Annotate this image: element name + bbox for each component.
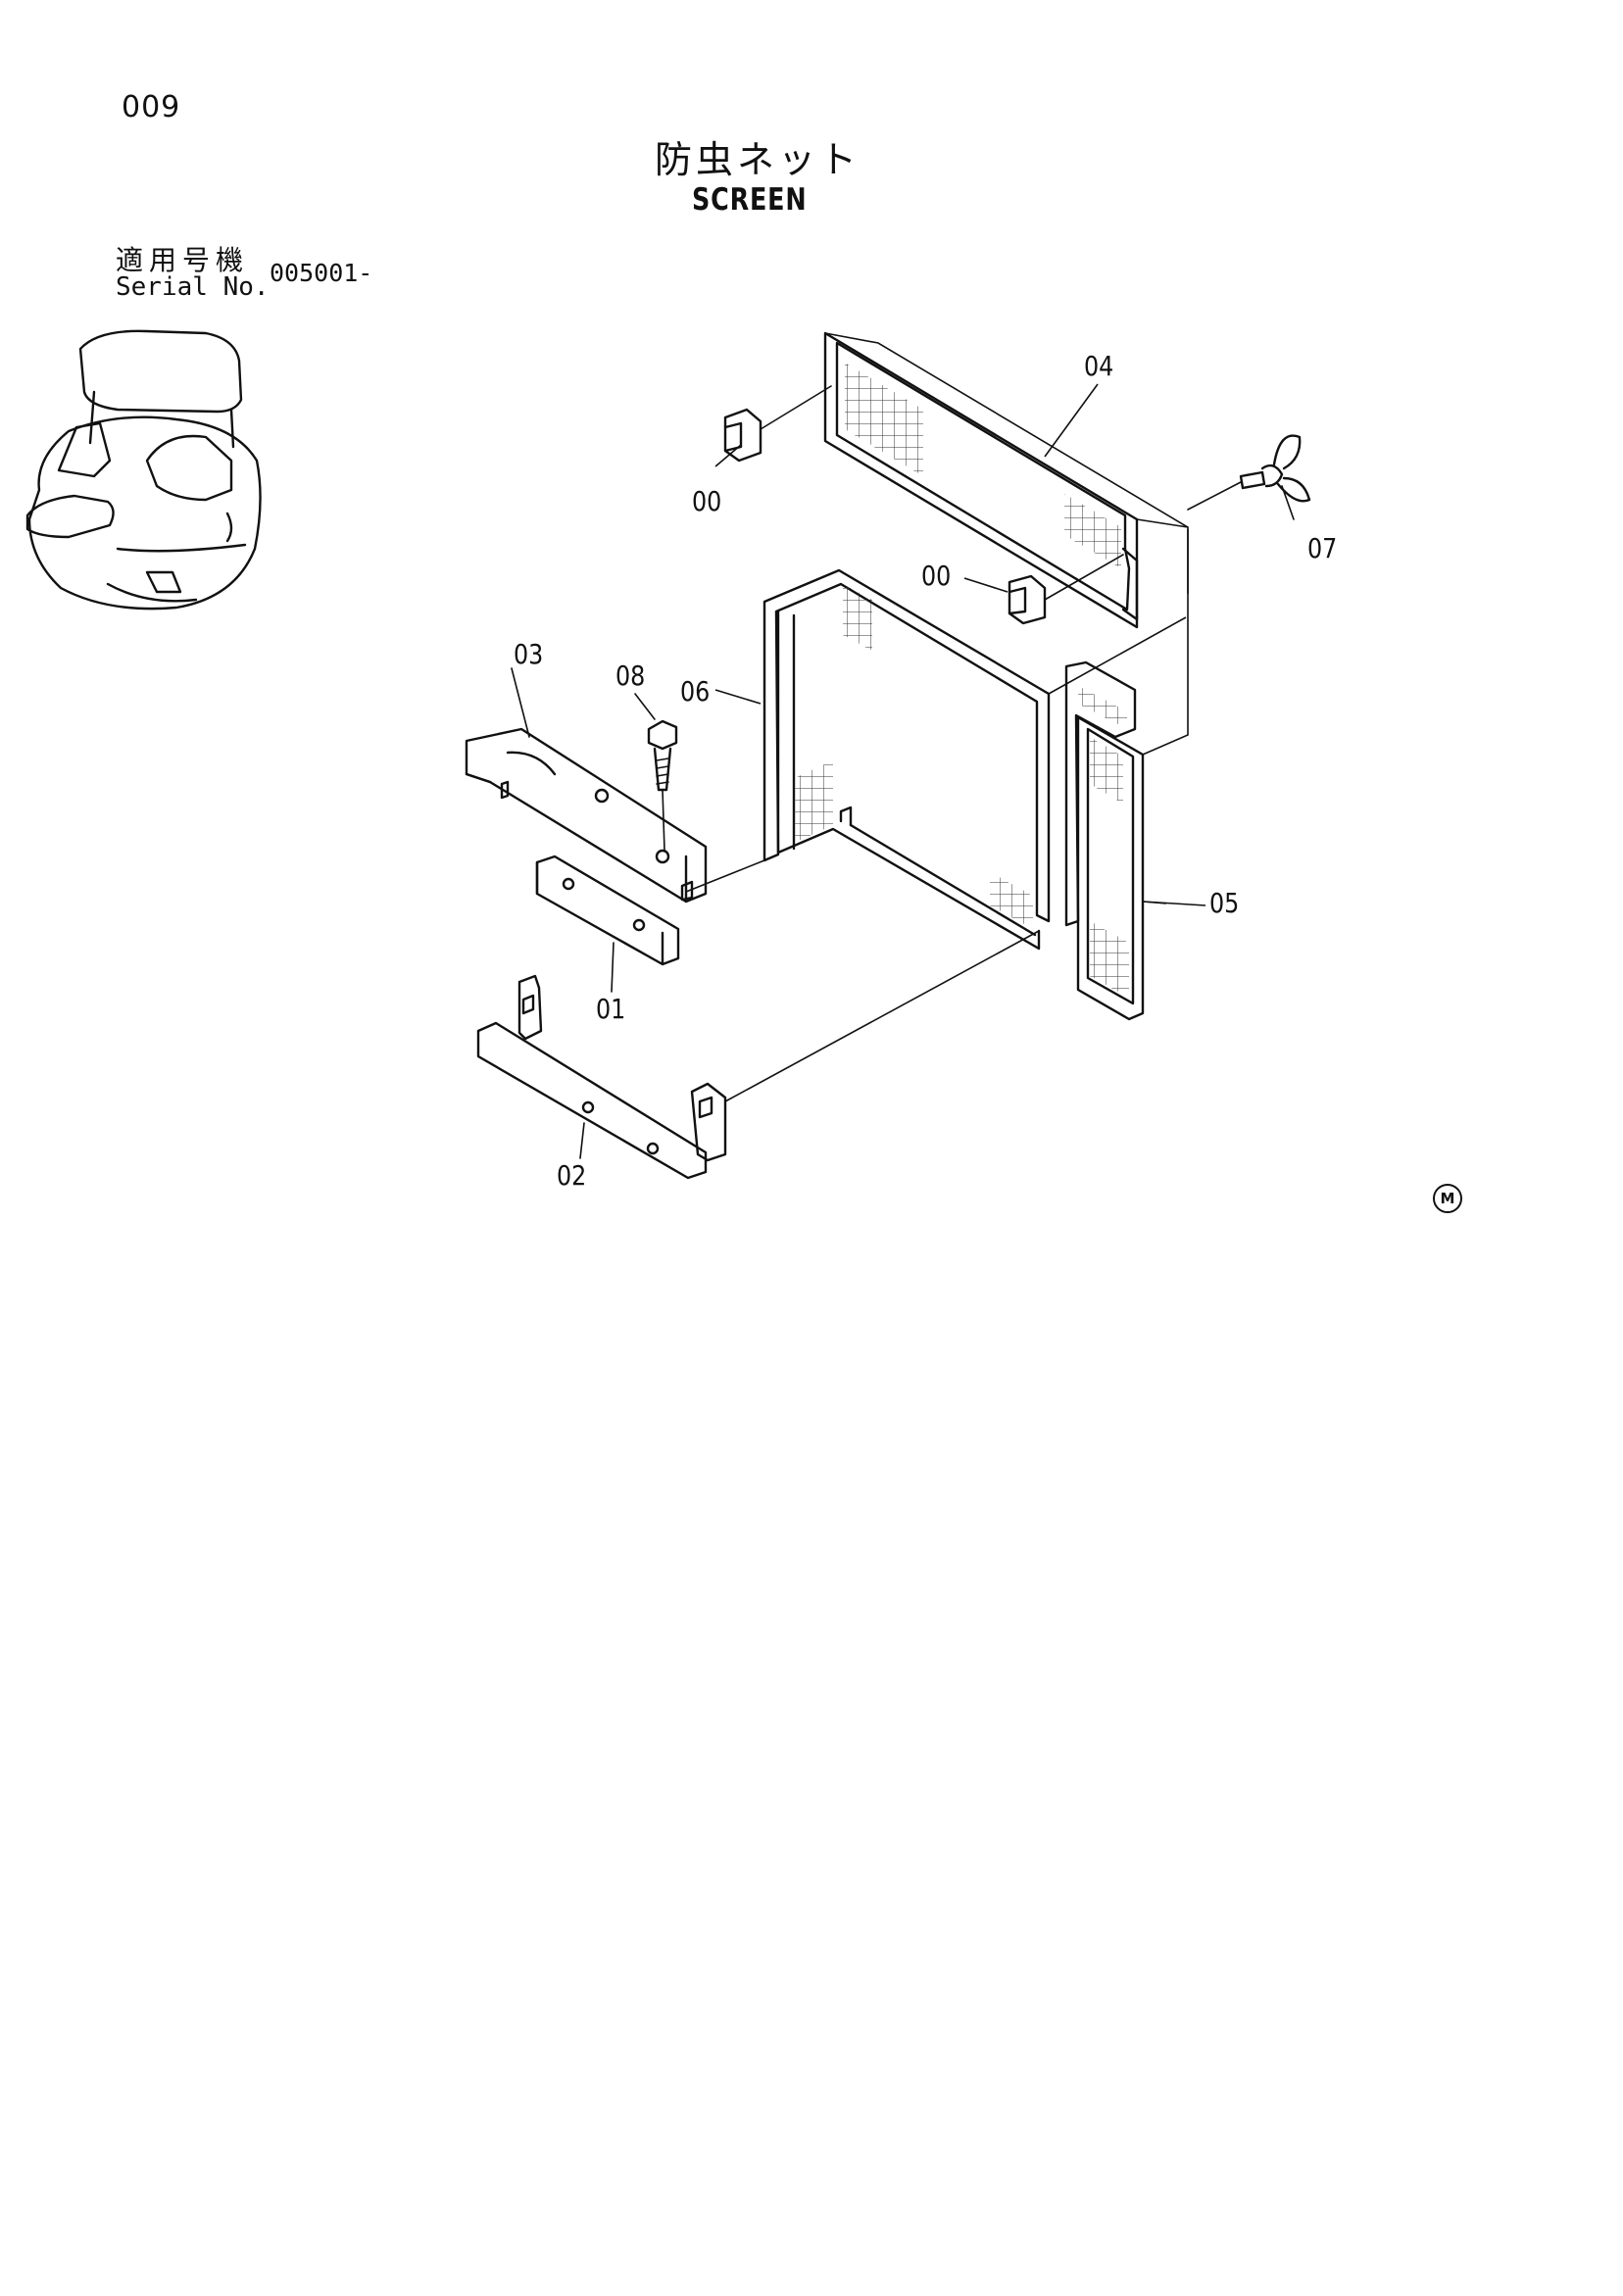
part-00-clip-upper [723,385,832,463]
callout-02: 02 [557,1159,587,1192]
callout-06: 06 [680,675,711,708]
part-08-bolt [634,693,678,852]
registered-mark-icon: M [1433,1184,1462,1213]
serial-label-english: Serial No. [116,272,270,302]
callout-01: 01 [596,993,626,1025]
part-04-screen-panel [823,331,1189,629]
callout-03: 03 [514,638,544,670]
callout-04: 04 [1084,350,1114,382]
page-title-japanese: 防虫ネット [655,138,861,181]
part-06-screen-frame [685,568,1187,951]
part-03-bracket [465,667,708,904]
callout-05: 05 [1209,887,1240,919]
callout-00-upper: 00 [692,485,722,517]
callout-07: 07 [1307,532,1338,564]
serial-number-value: 005001- [270,259,373,287]
part-01-plate [535,855,680,993]
part-07-wing-bolt [1187,434,1311,520]
machine-thumbnail-illustration [25,329,262,611]
callout-08: 08 [615,659,646,692]
page-number: 009 [122,90,181,124]
leader-lines [714,383,1167,904]
part-00-clip-lower [1008,554,1124,625]
serial-label-japanese: 適用号機 [116,244,250,276]
page-title-english: SCREEN [692,182,808,218]
part-02-base-bracket [476,930,1040,1180]
callout-00-lower: 00 [921,560,952,592]
part-05-side-screen [1064,529,1206,1021]
